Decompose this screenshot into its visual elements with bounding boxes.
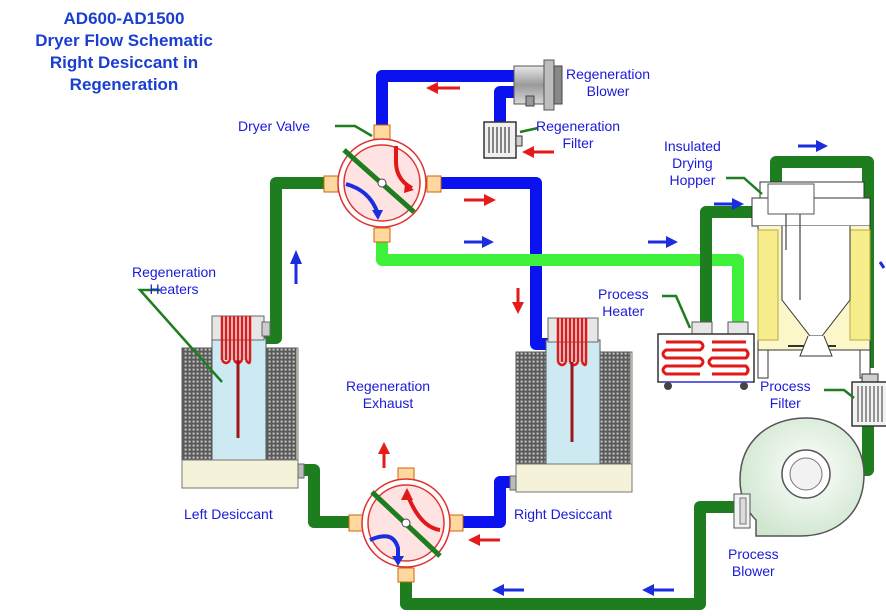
pipe-lower-valve-to-blower [400,501,740,610]
arrow-blue-up-left [290,250,302,284]
arrow-blue-left-bottom-1 [492,584,524,596]
flow-arrows [290,82,886,596]
dryer-valve-label: Dryer Valve [238,118,311,134]
title-line-3: Right Desiccant in [49,53,199,72]
regeneration-blower-label: Regeneration Blower [566,66,651,99]
pipe-valve-to-blower [376,70,516,128]
title-line-2: Dryer Flow Schematic [35,31,213,50]
left-desiccant-label: Left Desiccant [184,506,273,522]
process-heater [657,321,755,390]
process-filter [851,373,886,427]
pipe-valve-to-process-heater [376,236,744,330]
insulated-drying-hopper-label: Insulated Drying Hopper [664,138,721,188]
right-desiccant-label: Right Desiccant [514,506,613,522]
arrow-blue-right-hopper [714,198,744,210]
left-desiccant-tower [181,315,305,489]
insulated-drying-hopper [751,181,871,379]
arrow-blue-right-top [798,140,828,152]
regeneration-filter [483,121,523,159]
arrow-red-left-lower [468,534,500,546]
arrow-red-left-filter [522,146,554,158]
arrow-blue-down-right-edge [878,261,886,269]
regeneration-exhaust-label: Regeneration Exhaust [346,378,431,411]
process-blower [733,417,865,537]
title-line-4: Regeneration [69,75,179,94]
pipe-left-desiccant-to-lower-valve [300,464,355,528]
arrow-red-down [512,288,524,314]
pipe-heater-to-hopper [700,206,760,330]
regeneration-heaters-leader [137,288,223,383]
upper-dryer-valve [323,124,442,243]
lower-dryer-valve [348,467,464,583]
title-line-1: AD600-AD1500 [63,9,185,28]
arrow-blue-left-bottom-2 [642,584,674,596]
arrow-blue-right-2 [648,236,678,248]
pipe-right-desiccant-to-lower-valve [436,476,512,528]
diagram-title: AD600-AD1500 Dryer Flow Schematic Right … [0,8,248,96]
process-heater-leader [662,294,692,329]
arrow-blue-right-1 [464,236,494,248]
hopper-leader [726,176,763,195]
process-heater-label: Process Heater [598,286,649,319]
dry-process-piping [376,236,744,330]
process-filter-leader [824,388,855,399]
left-regeneration-heater-coils [220,316,252,438]
regeneration-blower [513,59,563,111]
pipe-left-desiccant-to-valve [264,177,330,344]
leader-lines [137,124,855,399]
arrow-red-up-exhaust [378,442,390,468]
regeneration-filter-label: Regeneration Filter [536,118,621,151]
dryer-valve-leader [335,124,373,138]
process-blower-label: Process Blower [728,546,779,579]
regeneration-heaters-label: Regeneration Heaters [132,264,217,297]
right-desiccant-tower [509,317,633,493]
arrow-red-right-valve [464,194,496,206]
right-regeneration-heater-coils [556,318,588,442]
regeneration-filter-leader [519,126,539,134]
process-filter-label: Process Filter [760,378,811,411]
arrow-red-left-top [426,82,460,94]
